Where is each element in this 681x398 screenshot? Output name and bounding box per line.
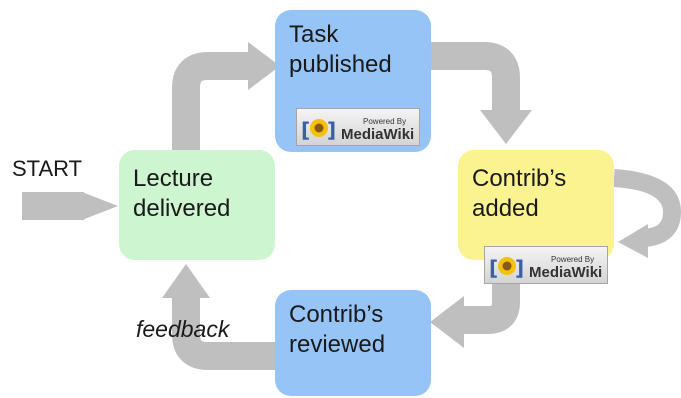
arrow-task-to-added [431, 42, 520, 112]
sunflower-logo-icon: [ ] Powered By MediaWiki [489, 255, 602, 281]
svg-text:]: ] [515, 256, 524, 280]
arrow-lecture-to-task [172, 52, 250, 152]
node-contribs-reviewed: Contrib’s reviewed [275, 290, 431, 396]
arrowhead-start [82, 192, 118, 220]
node-contribs-reviewed-label: Contrib’s reviewed [289, 301, 386, 358]
svg-text:[: [ [301, 118, 310, 142]
node-lecture-delivered: Lecture delivered [119, 150, 275, 260]
node-contribs-added: Contrib’s added [458, 150, 614, 260]
node-lecture-delivered-label: Lecture delivered [133, 165, 231, 222]
sunflower-logo-icon: [ ] Powered By MediaWiki [301, 117, 414, 143]
arrow-self-loop [613, 169, 681, 247]
badge-line2: MediaWiki [529, 264, 602, 281]
arrowhead-feedback-up [162, 264, 210, 298]
badge-line2: MediaWiki [341, 126, 414, 143]
svg-text:[: [ [489, 256, 498, 280]
svg-text:]: ] [327, 118, 336, 142]
arrow-added-to-reviewed [462, 260, 520, 334]
badge-line1: Powered By [363, 117, 406, 126]
arrowhead-to-added [480, 110, 532, 144]
arrow-feedback [172, 296, 275, 370]
mediawiki-badge: [ ] Powered By MediaWiki [296, 108, 420, 146]
mediawiki-badge: [ ] Powered By MediaWiki [484, 246, 608, 284]
arrowhead-self-loop [618, 224, 648, 258]
feedback-label: feedback [136, 316, 230, 342]
badge-line1: Powered By [551, 255, 594, 264]
arrowhead-to-task [248, 42, 280, 90]
start-label: START [12, 156, 83, 181]
node-contribs-added-label: Contrib’s added [472, 165, 567, 222]
arrowhead-to-reviewed [430, 296, 464, 348]
node-task-published-label: Task published [289, 21, 392, 78]
